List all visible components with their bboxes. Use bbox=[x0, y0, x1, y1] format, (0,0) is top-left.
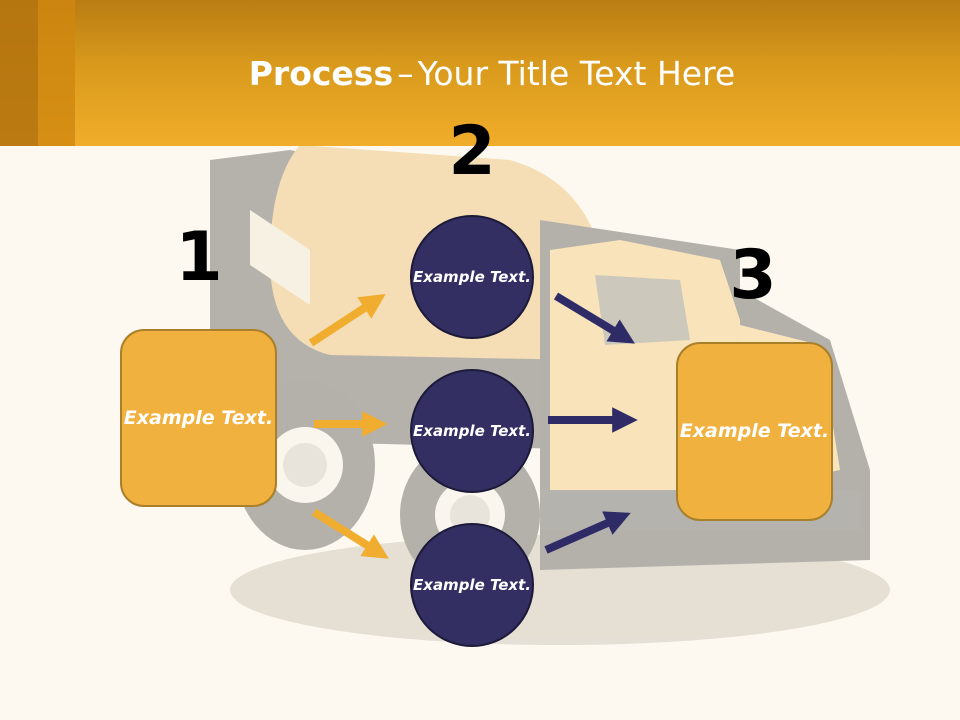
step-number-1: 1 bbox=[175, 218, 223, 297]
step-3-text: Example Text. bbox=[679, 420, 830, 442]
step-3-box[interactable]: Example Text. bbox=[676, 342, 833, 521]
step-2-circle-top[interactable]: Example Text. bbox=[410, 215, 534, 339]
step-number-3: 3 bbox=[729, 236, 777, 315]
step-1-box[interactable]: Example Text. bbox=[120, 329, 277, 507]
slide-title: Process–Your Title Text Here bbox=[0, 52, 960, 96]
title-rest: Your Title Text Here bbox=[417, 54, 736, 93]
title-banner: Process–Your Title Text Here bbox=[0, 0, 960, 146]
banner-stripe-dark bbox=[0, 0, 38, 146]
title-bold: Process bbox=[248, 54, 394, 93]
step-2-circle-middle-text: Example Text. bbox=[413, 421, 531, 440]
title-dash: – bbox=[397, 54, 414, 93]
step-1-text: Example Text. bbox=[123, 406, 274, 429]
step-2-circle-middle[interactable]: Example Text. bbox=[410, 369, 534, 493]
banner-stripe-mid bbox=[38, 0, 75, 146]
step-2-circle-bottom[interactable]: Example Text. bbox=[410, 523, 534, 647]
step-2-circle-top-text: Example Text. bbox=[413, 267, 531, 286]
step-number-2: 2 bbox=[448, 112, 496, 191]
step-2-circle-bottom-text: Example Text. bbox=[413, 575, 531, 594]
